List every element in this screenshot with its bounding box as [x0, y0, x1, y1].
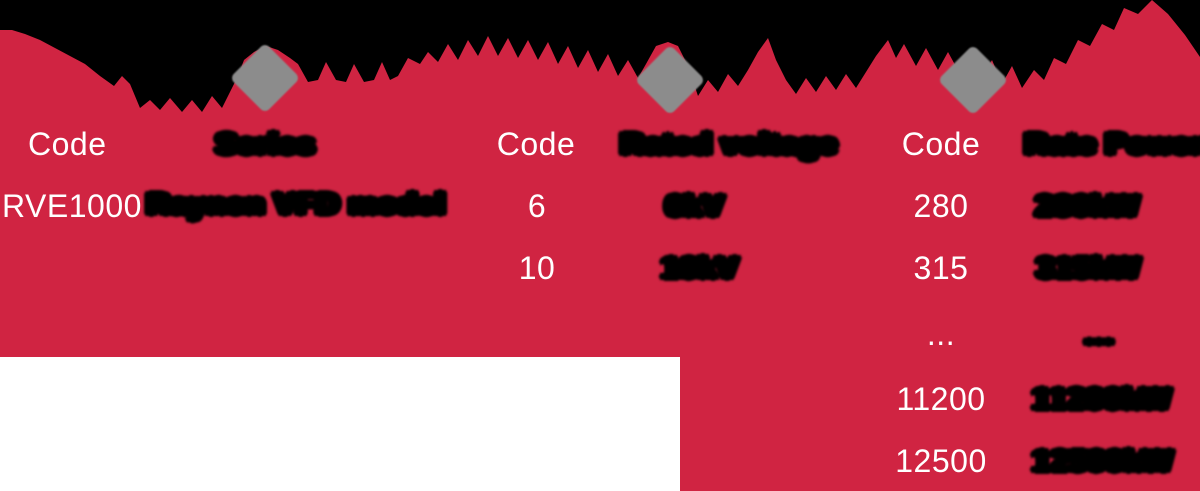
value-blob: Raynen VFD model	[147, 186, 446, 221]
code-cell: 10	[518, 250, 556, 286]
code-cell: 315	[913, 250, 969, 286]
code-cell: ...	[926, 316, 956, 352]
code-cell: 11200	[896, 381, 986, 417]
rated-voltage-header-blob: Rated voltage	[621, 126, 838, 161]
series-header-blob: Series	[216, 126, 316, 161]
code-column-header: Code	[901, 126, 981, 162]
code-cell: 12500	[895, 443, 987, 479]
code-cell: 6	[527, 188, 547, 224]
value-blob: 315kW	[1037, 250, 1141, 285]
value-blob: 11200kW	[1033, 381, 1171, 416]
value-blob: 10kV	[662, 250, 739, 285]
value-blob: 280kW	[1036, 188, 1140, 223]
code-cell: 280	[913, 188, 969, 224]
red-background-bottom-right	[680, 357, 1200, 491]
value-blob: ...	[1085, 316, 1114, 351]
value-blob: 12500kW	[1033, 443, 1173, 478]
code-column-header: Code	[496, 126, 576, 162]
value-blob: 6kV	[666, 188, 725, 223]
rate-power-header-blob: Rate Power	[1025, 126, 1200, 161]
code-column-header: Code	[28, 126, 107, 162]
code-cell: RVE1000	[2, 188, 142, 224]
